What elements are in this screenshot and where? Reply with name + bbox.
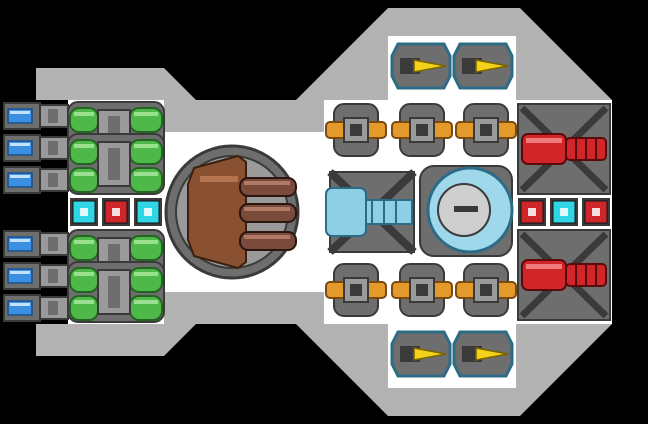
blue-thruster-icon [3, 294, 69, 322]
orange-gun-icon [325, 103, 387, 157]
red-power-node-icon [102, 198, 130, 226]
shield-dome-icon [419, 165, 514, 257]
blue-thruster-icon [3, 262, 69, 290]
blue-thruster-icon [3, 134, 69, 162]
cyan-power-node-icon [134, 198, 162, 226]
red-power-node-icon [582, 198, 610, 226]
orange-gun-icon [455, 263, 517, 317]
rear-engine-bay-mid [0, 196, 68, 228]
orange-gun-icon [391, 263, 453, 317]
orange-gun-icon [455, 103, 517, 157]
yellow-missile-icon [452, 42, 514, 90]
yellow-missile-icon [452, 330, 514, 378]
red-heavy-blaster-icon [517, 103, 611, 195]
orange-gun-icon [391, 103, 453, 157]
cyan-power-node-icon [550, 198, 578, 226]
red-heavy-blaster-icon [517, 229, 611, 321]
red-power-node-icon [518, 198, 546, 226]
green-fuel-tank-icon [67, 261, 165, 323]
yellow-missile-icon [390, 42, 452, 90]
cyan-power-node-icon [70, 198, 98, 226]
blue-thruster-icon [3, 102, 69, 130]
triple-cannon-icon [164, 144, 300, 280]
ice-laser-turret-icon [325, 169, 417, 255]
yellow-missile-icon [390, 330, 452, 378]
blue-thruster-icon [3, 230, 69, 258]
green-fuel-tank-icon [67, 133, 165, 195]
blue-thruster-icon [3, 166, 69, 194]
orange-gun-icon [325, 263, 387, 317]
